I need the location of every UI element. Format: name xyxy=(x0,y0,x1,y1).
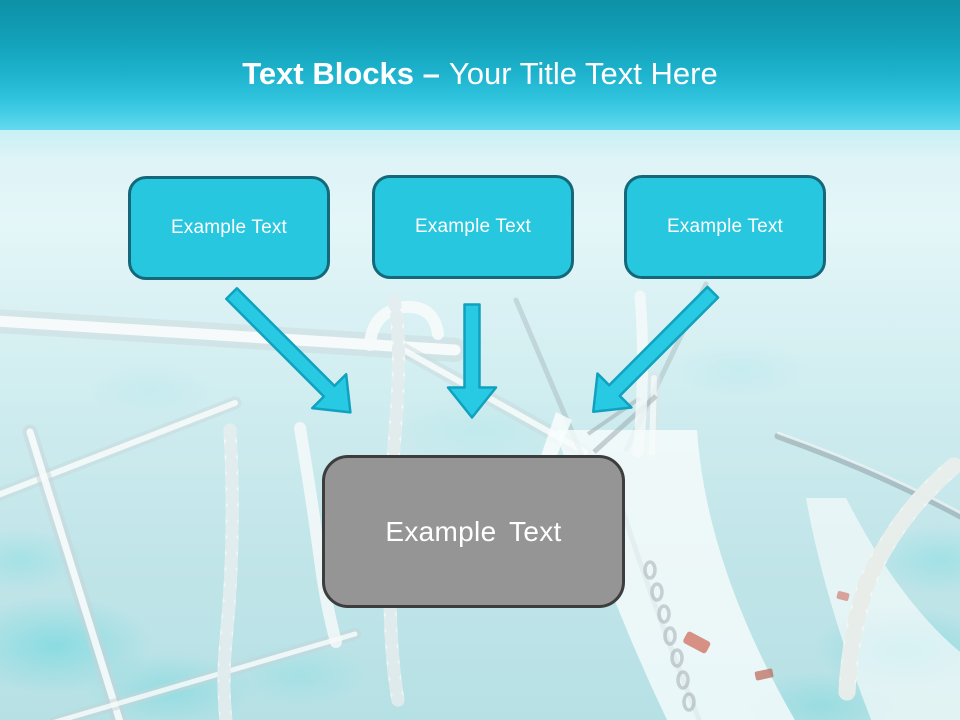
arrow-down-icon[interactable] xyxy=(446,303,498,419)
text-block-2[interactable]: Example Text xyxy=(372,175,574,279)
header-gradient-band xyxy=(0,0,960,131)
text-block-3[interactable]: Example Text xyxy=(624,175,826,279)
text-block-1[interactable]: Example Text xyxy=(128,176,330,280)
slide-title-placeholder: Your Title Text Here xyxy=(448,56,718,91)
slide-title-topic: Text Blocks – xyxy=(242,56,440,91)
slide-title[interactable]: Text Blocks –Your Title Text Here xyxy=(0,56,960,94)
result-block[interactable]: Example Text xyxy=(322,455,625,608)
arrow-down-left-icon[interactable] xyxy=(576,275,729,428)
arrow-down-right-icon[interactable] xyxy=(215,277,368,430)
text-block-3-label: Example Text xyxy=(666,216,784,237)
result-block-label: Example Text xyxy=(385,515,562,547)
text-block-2-label: Example Text xyxy=(414,216,532,237)
text-block-1-label: Example Text xyxy=(170,217,288,238)
